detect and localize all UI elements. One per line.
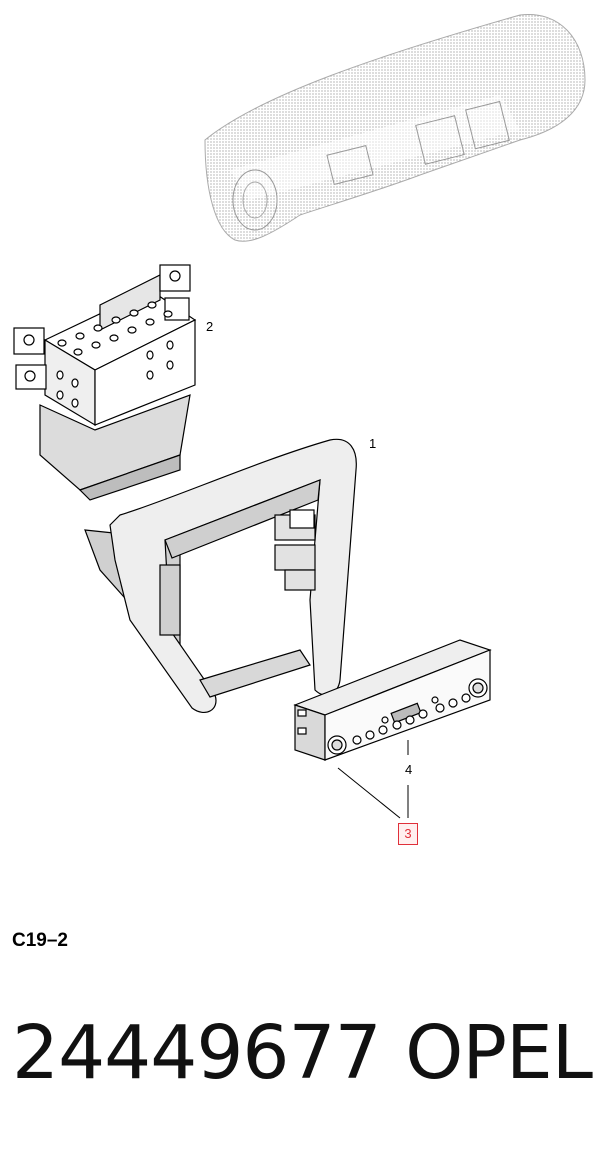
callout-4: 4 (405, 762, 413, 777)
part-2-mounting-bracket (13, 264, 197, 501)
exploded-parts-diagram (13, 13, 586, 819)
callout-2: 2 (206, 319, 214, 334)
part-info-line: 24449677 OPEL (12, 1010, 593, 1096)
callout-3-highlighted: 3 (398, 823, 418, 845)
leader-lines (337, 740, 409, 819)
part-4-climate-control-panel (293, 639, 492, 761)
dashboard-outline (204, 13, 586, 242)
figure-code: C19–2 (12, 930, 68, 951)
callout-1: 1 (369, 436, 377, 451)
part-1-console-frame (84, 438, 357, 713)
brand-name: OPEL (405, 1010, 593, 1096)
part-number: 24449677 (12, 1010, 382, 1096)
